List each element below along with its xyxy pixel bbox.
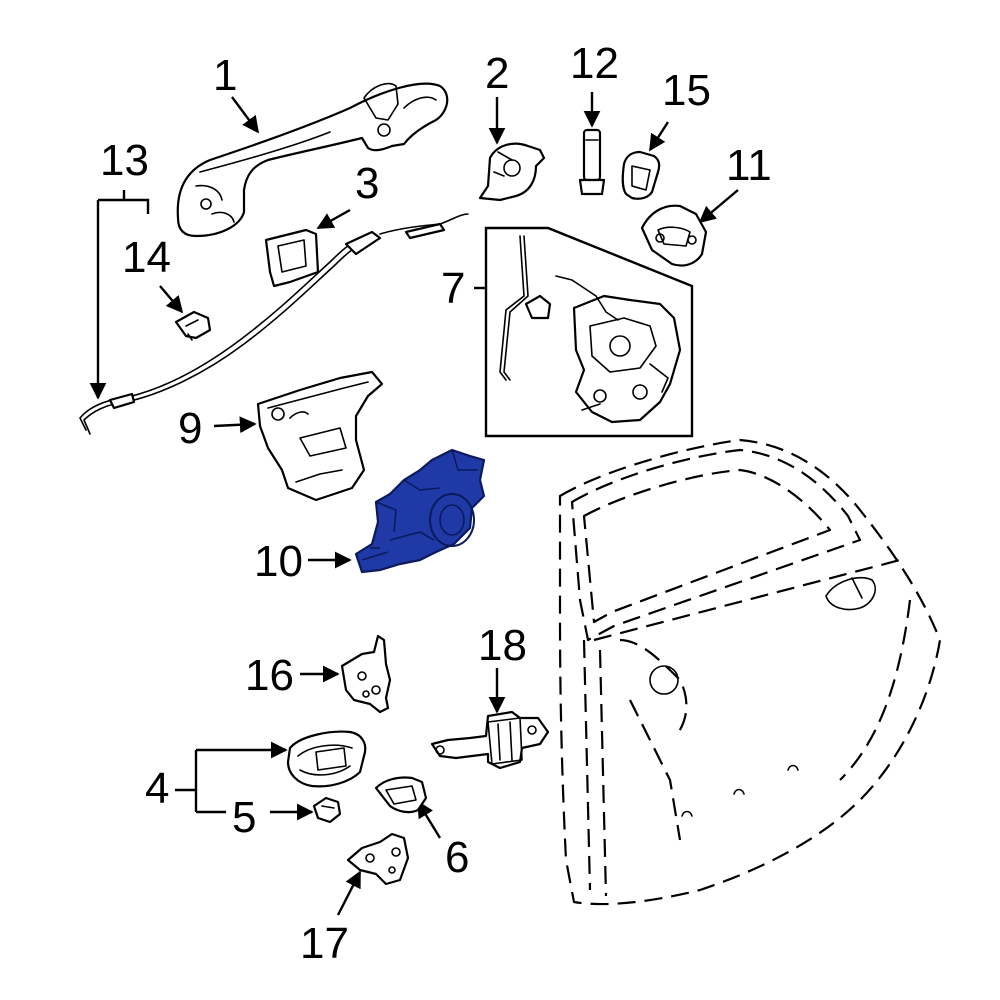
part-11-striker — [640, 204, 708, 267]
leader-6 — [416, 800, 442, 839]
part-1-outside-handle — [176, 82, 449, 238]
part-18-door-check — [430, 710, 550, 770]
label-2: 2 — [485, 49, 509, 98]
part-3-plate — [264, 228, 320, 288]
leader-17 — [336, 870, 362, 916]
label-1: 1 — [213, 51, 237, 100]
actuator-body — [354, 448, 486, 574]
label-13: 13 — [100, 136, 149, 185]
label-16: 16 — [245, 651, 294, 700]
rear-door-outline — [558, 438, 942, 906]
part-5-clip — [312, 796, 342, 824]
part-14-clip — [174, 310, 212, 341]
label-14: 14 — [122, 233, 171, 282]
label-11: 11 — [726, 141, 772, 190]
leader-9 — [213, 416, 257, 434]
part-4-inner-handle — [286, 730, 367, 788]
label-18: 18 — [478, 621, 527, 670]
leader-3 — [316, 208, 351, 230]
part-15-cap — [621, 150, 661, 200]
label-3: 3 — [355, 159, 379, 208]
part-17-lower-hinge — [346, 832, 410, 886]
part-16-hinge — [340, 634, 392, 714]
actuator-details — [361, 449, 478, 561]
label-6: 6 — [445, 833, 469, 882]
label-7: 7 — [441, 264, 465, 313]
label-9: 9 — [178, 404, 202, 453]
label-5: 5 — [232, 793, 256, 842]
label-10: 10 — [254, 537, 303, 586]
part-6-bezel — [374, 776, 428, 814]
part-7-latch-box — [484, 226, 694, 438]
label-15: 15 — [662, 66, 711, 115]
part-13-cable — [79, 213, 469, 435]
leader-13 — [98, 190, 150, 398]
leader-1 — [231, 96, 260, 134]
leader-15 — [648, 121, 670, 152]
label-17: 17 — [300, 919, 349, 968]
part-10-actuator — [354, 448, 486, 574]
leader-14 — [159, 285, 184, 314]
leader-11 — [698, 189, 739, 224]
leader-4 — [175, 748, 284, 814]
label-4: 4 — [145, 764, 169, 813]
part-12-rod — [578, 128, 606, 196]
label-12: 12 — [570, 39, 619, 88]
part-2-bracket — [478, 142, 546, 202]
part-9-housing — [256, 370, 384, 502]
